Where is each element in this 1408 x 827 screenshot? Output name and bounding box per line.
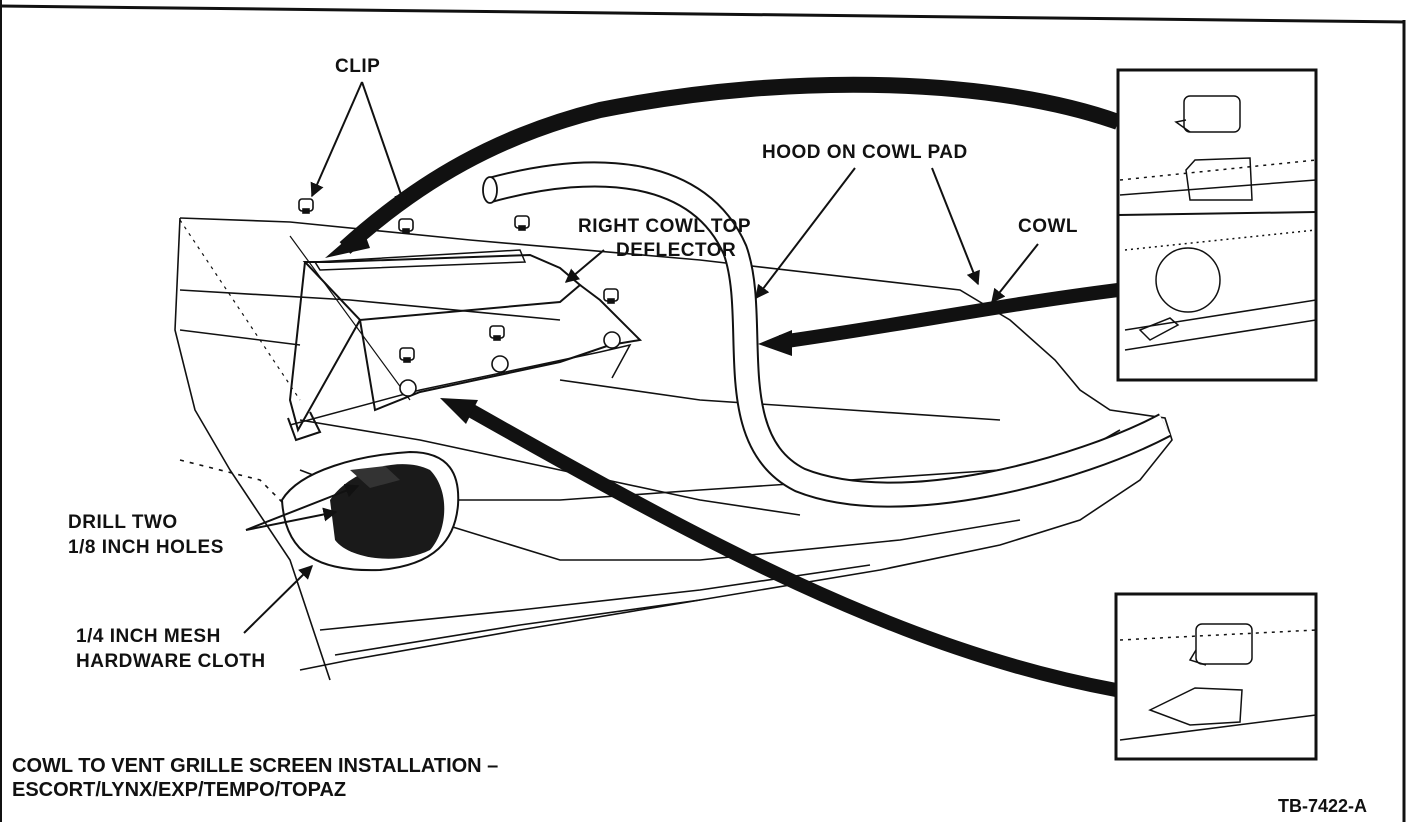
mesh-label-line1: 1/4 INCH MESH	[76, 626, 221, 647]
caption-line2: ESCORT/LYNX/EXP/TEMPO/TOPAZ	[12, 779, 346, 801]
drill-label-line1: DRILL TWO	[68, 512, 178, 533]
clip-8	[491, 355, 509, 373]
right-cowl-top-label-line1: RIGHT COWL TOP	[578, 216, 751, 237]
hood-on-cowl-pad-label: HOOD ON COWL PAD	[762, 142, 968, 163]
clip-4	[603, 288, 619, 304]
hardware-cloth-mesh	[280, 450, 460, 572]
clip-5	[489, 325, 505, 341]
clip-2	[398, 218, 414, 234]
detail-leaders	[325, 76, 1121, 697]
clip-3	[514, 215, 530, 231]
clip-6	[399, 347, 415, 363]
callout-leaders	[243, 81, 1039, 634]
drill-label-line2: 1/8 INCH HOLES	[68, 537, 224, 558]
clip-7	[399, 379, 417, 397]
inset-lower	[1114, 592, 1318, 761]
clip-9	[603, 331, 621, 349]
clip-1	[298, 198, 314, 214]
clip-label: CLIP	[335, 56, 380, 77]
hood-on-cowl-pad	[482, 161, 1172, 508]
right-cowl-top-label-line2: DEFLECTOR	[616, 240, 736, 261]
caption-line1: COWL TO VENT GRILLE SCREEN INSTALLATION …	[12, 755, 498, 777]
cowl-body	[174, 217, 1173, 681]
right-cowl-top-deflector	[179, 219, 643, 442]
clip-group	[298, 198, 621, 397]
figure-id: TB-7422-A	[1278, 796, 1367, 816]
mesh-label-line2: HARDWARE CLOTH	[76, 651, 266, 672]
inset-upper	[1116, 68, 1318, 382]
cowl-label: COWL	[1018, 216, 1078, 237]
